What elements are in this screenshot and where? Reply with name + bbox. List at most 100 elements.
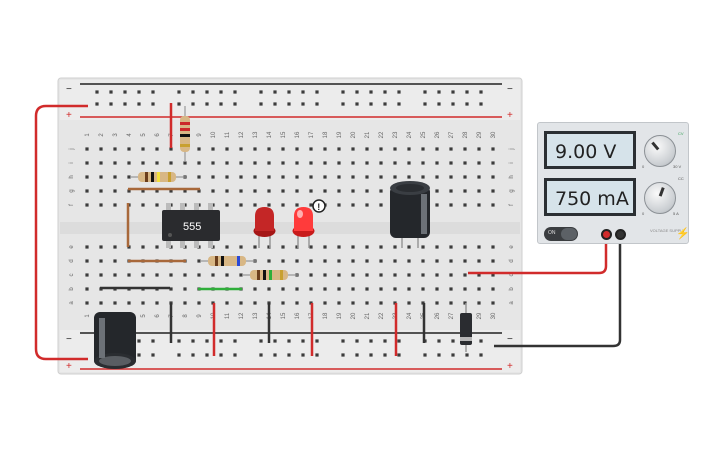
breadboard-hole[interactable] bbox=[351, 189, 355, 193]
breadboard-hole[interactable] bbox=[123, 90, 127, 94]
breadboard-hole[interactable] bbox=[393, 147, 397, 151]
breadboard-hole[interactable] bbox=[351, 245, 355, 249]
breadboard-hole[interactable] bbox=[449, 175, 453, 179]
breadboard-hole[interactable] bbox=[85, 287, 89, 291]
breadboard-hole[interactable] bbox=[177, 102, 181, 106]
breadboard-hole[interactable] bbox=[477, 273, 481, 277]
breadboard-hole[interactable] bbox=[477, 175, 481, 179]
breadboard-hole[interactable] bbox=[127, 301, 131, 305]
breadboard-hole[interactable] bbox=[379, 301, 383, 305]
breadboard-hole[interactable] bbox=[99, 175, 103, 179]
breadboard-hole[interactable] bbox=[301, 353, 305, 357]
breadboard-hole[interactable] bbox=[397, 102, 401, 106]
breadboard-hole[interactable] bbox=[205, 353, 209, 357]
breadboard-hole[interactable] bbox=[355, 102, 359, 106]
breadboard-hole[interactable] bbox=[253, 301, 257, 305]
breadboard-hole[interactable] bbox=[341, 90, 345, 94]
breadboard-hole[interactable] bbox=[351, 287, 355, 291]
breadboard-hole[interactable] bbox=[421, 175, 425, 179]
breadboard-hole[interactable] bbox=[191, 102, 195, 106]
breadboard-hole[interactable] bbox=[323, 161, 327, 165]
breadboard-hole[interactable] bbox=[99, 301, 103, 305]
breadboard-hole[interactable] bbox=[463, 147, 467, 151]
breadboard-hole[interactable] bbox=[259, 90, 263, 94]
breadboard-hole[interactable] bbox=[449, 287, 453, 291]
breadboard-hole[interactable] bbox=[477, 287, 481, 291]
breadboard-hole[interactable] bbox=[365, 287, 369, 291]
breadboard-hole[interactable] bbox=[127, 175, 131, 179]
breadboard-hole[interactable] bbox=[219, 339, 223, 343]
breadboard-hole[interactable] bbox=[435, 189, 439, 193]
breadboard-hole[interactable] bbox=[85, 189, 89, 193]
current-knob[interactable] bbox=[644, 182, 676, 214]
breadboard-hole[interactable] bbox=[155, 301, 159, 305]
breadboard-hole[interactable] bbox=[351, 203, 355, 207]
breadboard-hole[interactable] bbox=[137, 102, 141, 106]
breadboard-hole[interactable] bbox=[337, 189, 341, 193]
breadboard-hole[interactable] bbox=[191, 90, 195, 94]
breadboard-hole[interactable] bbox=[225, 161, 229, 165]
breadboard-hole[interactable] bbox=[211, 147, 215, 151]
breadboard-hole[interactable] bbox=[323, 273, 327, 277]
breadboard-hole[interactable] bbox=[295, 259, 299, 263]
breadboard-hole[interactable] bbox=[183, 301, 187, 305]
breadboard-hole[interactable] bbox=[323, 301, 327, 305]
breadboard-hole[interactable] bbox=[465, 353, 469, 357]
breadboard-hole[interactable] bbox=[309, 147, 313, 151]
breadboard-hole[interactable] bbox=[465, 102, 469, 106]
breadboard-hole[interactable] bbox=[449, 273, 453, 277]
breadboard-hole[interactable] bbox=[177, 339, 181, 343]
breadboard-hole[interactable] bbox=[463, 259, 467, 263]
breadboard-hole[interactable] bbox=[219, 102, 223, 106]
breadboard-hole[interactable] bbox=[233, 90, 237, 94]
breadboard-hole[interactable] bbox=[233, 339, 237, 343]
breadboard-hole[interactable] bbox=[197, 175, 201, 179]
breadboard-hole[interactable] bbox=[463, 203, 467, 207]
breadboard-hole[interactable] bbox=[437, 90, 441, 94]
breadboard-hole[interactable] bbox=[239, 147, 243, 151]
breadboard-hole[interactable] bbox=[407, 245, 411, 249]
breadboard-hole[interactable] bbox=[365, 203, 369, 207]
breadboard-hole[interactable] bbox=[127, 273, 131, 277]
breadboard-hole[interactable] bbox=[365, 147, 369, 151]
breadboard-hole[interactable] bbox=[323, 175, 327, 179]
breadboard-hole[interactable] bbox=[85, 147, 89, 151]
breadboard-hole[interactable] bbox=[491, 245, 495, 249]
breadboard-hole[interactable] bbox=[421, 161, 425, 165]
breadboard-hole[interactable] bbox=[393, 287, 397, 291]
breadboard-hole[interactable] bbox=[183, 287, 187, 291]
breadboard-hole[interactable] bbox=[337, 161, 341, 165]
breadboard-hole[interactable] bbox=[309, 161, 313, 165]
breadboard-hole[interactable] bbox=[225, 301, 229, 305]
breadboard-hole[interactable] bbox=[85, 259, 89, 263]
power-switch[interactable]: ON bbox=[544, 227, 578, 241]
breadboard-hole[interactable] bbox=[273, 353, 277, 357]
breadboard-hole[interactable] bbox=[491, 287, 495, 291]
breadboard-hole[interactable] bbox=[295, 189, 299, 193]
breadboard-hole[interactable] bbox=[337, 273, 341, 277]
breadboard-hole[interactable] bbox=[337, 287, 341, 291]
breadboard-hole[interactable] bbox=[197, 259, 201, 263]
breadboard-hole[interactable] bbox=[369, 90, 373, 94]
breadboard-hole[interactable] bbox=[351, 175, 355, 179]
breadboard-hole[interactable] bbox=[151, 102, 155, 106]
breadboard-hole[interactable] bbox=[295, 301, 299, 305]
breadboard-hole[interactable] bbox=[491, 161, 495, 165]
breadboard-hole[interactable] bbox=[191, 353, 195, 357]
breadboard-hole[interactable] bbox=[323, 147, 327, 151]
breadboard-hole[interactable] bbox=[141, 301, 145, 305]
breadboard-hole[interactable] bbox=[225, 189, 229, 193]
breadboard-hole[interactable] bbox=[151, 339, 155, 343]
breadboard-hole[interactable] bbox=[407, 259, 411, 263]
voltage-knob[interactable] bbox=[644, 135, 676, 167]
breadboard-hole[interactable] bbox=[99, 203, 103, 207]
breadboard-hole[interactable] bbox=[465, 90, 469, 94]
breadboard-hole[interactable] bbox=[295, 287, 299, 291]
resistor-horizontal[interactable] bbox=[242, 270, 298, 280]
breadboard-holes[interactable] bbox=[85, 90, 495, 357]
breadboard-hole[interactable] bbox=[423, 90, 427, 94]
breadboard-hole[interactable] bbox=[407, 287, 411, 291]
breadboard-hole[interactable] bbox=[477, 203, 481, 207]
breadboard-hole[interactable] bbox=[477, 161, 481, 165]
capacitor-electrolytic[interactable] bbox=[390, 181, 430, 248]
